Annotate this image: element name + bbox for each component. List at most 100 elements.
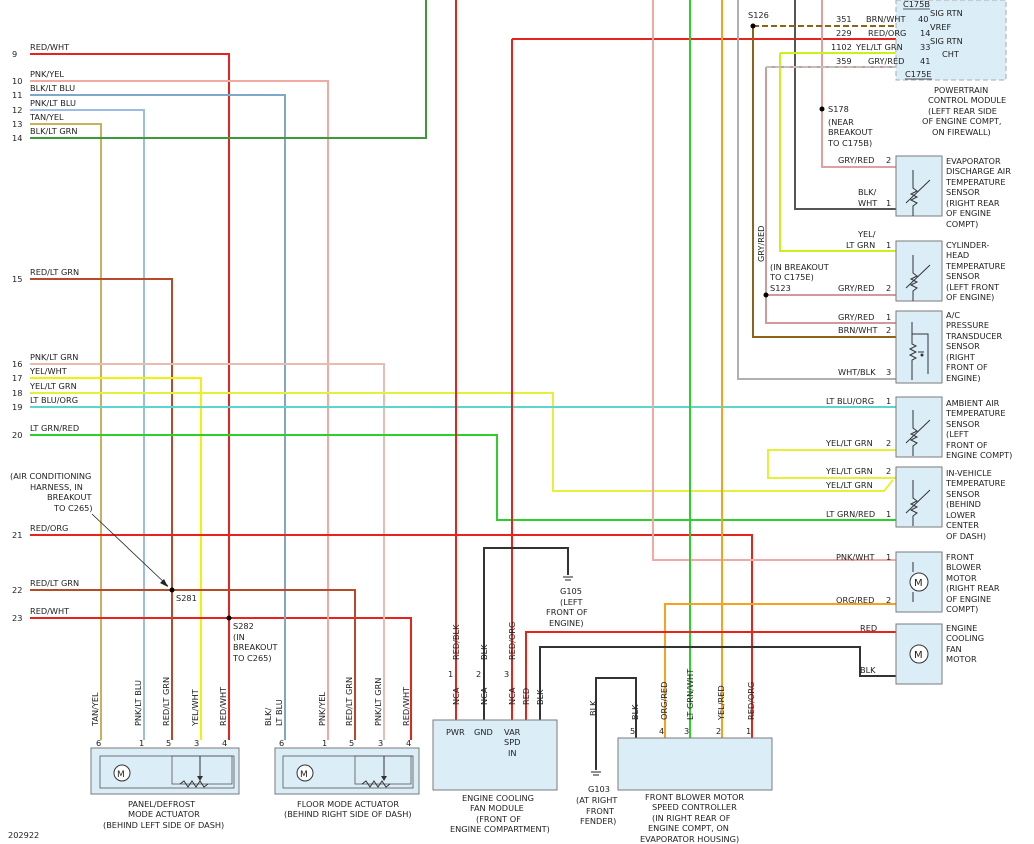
svg-text:HEAD: HEAD bbox=[946, 250, 969, 260]
svg-text:S281: S281 bbox=[176, 593, 197, 603]
svg-text:LOWER: LOWER bbox=[946, 510, 976, 520]
svg-text:BREAKOUT: BREAKOUT bbox=[233, 642, 278, 652]
svg-text:(RIGHT: (RIGHT bbox=[946, 352, 976, 362]
svg-text:RED/LT GRN: RED/LT GRN bbox=[30, 578, 79, 588]
svg-text:4: 4 bbox=[406, 738, 411, 748]
svg-text:BLK: BLK bbox=[479, 644, 489, 660]
svg-text:LT GRN/RED: LT GRN/RED bbox=[30, 423, 79, 433]
figure-number: 202922 bbox=[8, 830, 39, 840]
svg-text:LT GRN/RED: LT GRN/RED bbox=[826, 509, 875, 519]
svg-text:MOTOR: MOTOR bbox=[946, 573, 977, 583]
sensor-ac-pressure: A/C PRESSURE TRANSDUCER SENSOR (RIGHT FR… bbox=[838, 310, 1002, 384]
svg-text:BLOWER: BLOWER bbox=[946, 562, 982, 572]
wire-gry-red-evap bbox=[821, 0, 896, 168]
svg-text:11: 11 bbox=[12, 90, 22, 100]
svg-text:3: 3 bbox=[886, 367, 891, 377]
svg-text:18: 18 bbox=[12, 388, 22, 398]
svg-text:M: M bbox=[914, 578, 923, 589]
svg-text:ENGINE: ENGINE bbox=[946, 623, 977, 633]
svg-text:TAN/YEL: TAN/YEL bbox=[90, 692, 100, 727]
svg-text:41: 41 bbox=[920, 56, 930, 66]
panel-defrost-mode-actuator: M 6 1 5 3 4 TAN/YEL PNK/LT BLU RED/LT GR… bbox=[90, 677, 240, 830]
svg-text:22: 22 bbox=[12, 585, 22, 595]
svg-text:LT GRN: LT GRN bbox=[846, 240, 875, 250]
svg-text:TO C175B): TO C175B) bbox=[827, 138, 872, 148]
svg-text:GRY/RED: GRY/RED bbox=[868, 56, 904, 66]
svg-text:BREAKOUT: BREAKOUT bbox=[828, 127, 873, 137]
svg-text:OF ENGINE): OF ENGINE) bbox=[946, 292, 994, 302]
svg-text:FENDER): FENDER) bbox=[580, 816, 616, 826]
wire-pnk-yel-10 bbox=[30, 80, 329, 740]
svg-text:1: 1 bbox=[886, 509, 891, 519]
svg-text:10: 10 bbox=[12, 76, 22, 86]
pcm-box bbox=[895, 0, 1007, 81]
svg-text:OF ENGINE COMPT,: OF ENGINE COMPT, bbox=[922, 116, 1001, 126]
svg-text:NCA: NCA bbox=[479, 687, 489, 705]
svg-text:S123: S123 bbox=[770, 283, 791, 293]
svg-text:CHT: CHT bbox=[942, 49, 960, 59]
svg-text:BLK: BLK bbox=[535, 689, 545, 705]
svg-text:SENSOR: SENSOR bbox=[946, 271, 980, 281]
svg-text:FRONT: FRONT bbox=[946, 552, 975, 562]
svg-text:21: 21 bbox=[12, 530, 22, 540]
svg-text:13: 13 bbox=[12, 119, 22, 129]
svg-text:23: 23 bbox=[12, 613, 22, 623]
svg-text:4: 4 bbox=[222, 738, 227, 748]
svg-text:PWR: PWR bbox=[446, 727, 465, 737]
wire-yel-lt-grn-loop bbox=[767, 449, 896, 479]
svg-text:TO C175E): TO C175E) bbox=[769, 272, 814, 282]
svg-text:3: 3 bbox=[504, 669, 509, 679]
svg-text:2: 2 bbox=[716, 726, 721, 736]
svg-text:RED/WHT: RED/WHT bbox=[30, 42, 70, 52]
svg-text:BREAKOUT: BREAKOUT bbox=[47, 492, 92, 502]
svg-text:BLK/LT BLU: BLK/LT BLU bbox=[30, 83, 75, 93]
svg-text:(LEFT: (LEFT bbox=[946, 429, 969, 439]
svg-text:GRY/RED: GRY/RED bbox=[838, 312, 874, 322]
svg-text:C175B: C175B bbox=[903, 0, 930, 9]
wire-red-org-pcm bbox=[511, 38, 896, 720]
svg-text:ENGINE COMPT, ON: ENGINE COMPT, ON bbox=[648, 823, 729, 833]
svg-text:SENSOR: SENSOR bbox=[946, 489, 980, 499]
svg-text:FRONT BLOWER MOTOR: FRONT BLOWER MOTOR bbox=[645, 792, 744, 802]
svg-text:9: 9 bbox=[12, 49, 17, 59]
svg-text:SENSOR: SENSOR bbox=[946, 341, 980, 351]
svg-text:5: 5 bbox=[349, 738, 354, 748]
svg-text:RED/BLK: RED/BLK bbox=[451, 624, 461, 660]
svg-text:RED/ORG: RED/ORG bbox=[30, 523, 68, 533]
svg-text:GRY/RED: GRY/RED bbox=[838, 155, 874, 165]
wire-yel-lt-grn-18 bbox=[30, 392, 894, 492]
svg-text:LT BLU/ORG: LT BLU/ORG bbox=[30, 395, 78, 405]
svg-text:BRN/WHT: BRN/WHT bbox=[866, 14, 906, 24]
wire-blk-fan bbox=[539, 646, 896, 720]
svg-text:2: 2 bbox=[886, 466, 891, 476]
svg-text:(LEFT FRONT: (LEFT FRONT bbox=[946, 282, 1000, 292]
svg-text:EVAPORATOR HOUSING): EVAPORATOR HOUSING) bbox=[640, 834, 739, 844]
svg-text:(BEHIND: (BEHIND bbox=[946, 499, 981, 509]
svg-text:M: M bbox=[117, 770, 125, 780]
svg-text:PNK/LT GRN: PNK/LT GRN bbox=[373, 678, 383, 726]
wire-yel-wht-17 bbox=[30, 377, 202, 740]
sensor-cylinder-head: CYLINDER- HEAD TEMPERATURE SENSOR (LEFT … bbox=[838, 229, 1006, 302]
svg-text:229: 229 bbox=[836, 28, 852, 38]
svg-text:(LEFT REAR SIDE: (LEFT REAR SIDE bbox=[928, 106, 997, 116]
svg-text:FRONT OF: FRONT OF bbox=[946, 362, 988, 372]
svg-text:SIG RTN: SIG RTN bbox=[930, 8, 963, 18]
svg-text:NCA: NCA bbox=[507, 687, 517, 705]
pcm-labels: C175B SIG RTN 351 BRN/WHT 40 VREF 229 RE… bbox=[831, 0, 1006, 137]
engine-cooling-fan-module: PWR GND VAR SPD IN NCA 1 RED/BLK NCA 2 B… bbox=[432, 622, 558, 834]
splice-s123 bbox=[763, 292, 769, 298]
svg-text:1102: 1102 bbox=[831, 42, 852, 52]
svg-text:BLK/: BLK/ bbox=[858, 187, 877, 197]
svg-text:1: 1 bbox=[139, 738, 144, 748]
svg-text:LT GRN/WHT: LT GRN/WHT bbox=[685, 668, 695, 720]
svg-text:NCA: NCA bbox=[451, 687, 461, 705]
svg-text:WHT/BLK: WHT/BLK bbox=[838, 367, 876, 377]
svg-text:16: 16 bbox=[12, 359, 22, 369]
svg-text:6: 6 bbox=[279, 738, 284, 748]
svg-text:PRESSURE: PRESSURE bbox=[946, 320, 989, 330]
svg-text:IN: IN bbox=[508, 748, 517, 758]
wire-pnk-lt-grn-16 bbox=[30, 363, 385, 740]
svg-text:RED/WHT: RED/WHT bbox=[401, 686, 411, 726]
svg-text:YEL/LT GRN: YEL/LT GRN bbox=[825, 438, 873, 448]
svg-text:19: 19 bbox=[12, 402, 22, 412]
